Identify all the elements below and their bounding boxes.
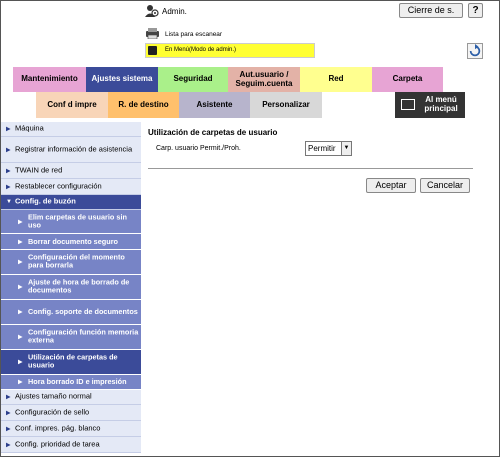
cancel-button[interactable]: Cancelar: [420, 178, 470, 193]
sidebar-subitem-hora-borrado-id[interactable]: ▶Hora borrado ID e impresión: [1, 375, 141, 390]
sidebar-item-tamano-normal[interactable]: ▶Ajustes tamaño normal: [1, 390, 141, 405]
accept-button[interactable]: Aceptar: [366, 178, 416, 193]
chevron-right-icon: ▶: [6, 442, 11, 448]
chevron-right-icon: ▶: [6, 426, 11, 432]
chevron-right-icon: ▶: [6, 147, 11, 153]
sidebar-item-prioridad-tarea[interactable]: ▶Config. prioridad de tarea: [1, 437, 141, 453]
sidebar-item-registrar-asistencia[interactable]: ▶Registrar información de asistencia: [1, 137, 141, 163]
tab-personalizar[interactable]: Personalizar: [250, 92, 322, 118]
sidebar-subitem-borrar-seguro[interactable]: ▶Borrar documento seguro: [1, 234, 141, 250]
tab-mantenimiento[interactable]: Mantenimiento: [13, 67, 86, 92]
help-button[interactable]: ?: [468, 3, 483, 18]
main-menu-button[interactable]: Al menú principal: [395, 92, 465, 118]
tab-conf-impre[interactable]: Conf d impre: [36, 92, 108, 118]
admin-mode-text: En Menú(Modo de admin.): [165, 47, 237, 53]
tab-r-destino[interactable]: R. de destino: [108, 92, 179, 118]
printer-status-icon: [146, 28, 159, 39]
device-status-text: Lista para escanear: [165, 31, 223, 38]
chevron-right-icon: ▶: [18, 359, 23, 366]
chevron-down-icon: ▼: [6, 199, 12, 205]
sidebar-subitem-elim-carpetas[interactable]: ▶Elim carpetas de usuario sin uso: [1, 210, 141, 234]
sidebar-item-config-sello[interactable]: ▶Configuración de sello: [1, 405, 141, 421]
sidebar-subitem-momento-borrar[interactable]: ▶Configuración del momento para borrarla: [1, 250, 141, 275]
admin-user-icon: [145, 5, 159, 17]
sidebar-subitem-memoria-externa[interactable]: ▶Configuración función memoria externa: [1, 325, 141, 350]
chevron-right-icon: ▶: [18, 239, 23, 245]
admin-mode-banner: En Menú(Modo de admin.): [145, 43, 315, 58]
sidebar-subitem-soporte-documentos[interactable]: ▶Config. soporte de documentos: [1, 300, 141, 325]
chevron-right-icon: ▶: [18, 284, 23, 291]
chevron-right-icon: ▶: [6, 184, 11, 190]
logout-button[interactable]: Cierre de s.: [399, 3, 463, 18]
page-title: Utilización de carpetas de usuario: [148, 128, 278, 137]
sidebar-item-restablecer[interactable]: ▶Restablecer configuración: [1, 179, 141, 195]
tab-asistente[interactable]: Asistente: [179, 92, 250, 118]
chevron-right-icon: ▶: [6, 410, 11, 416]
sidebar-subitem-hora-borrado[interactable]: ▶Ajuste de hora de borrado de documentos: [1, 275, 141, 300]
user-folder-permission-label: Carp. usuario Permit./Proh.: [156, 145, 241, 152]
sidebar: ▶Máquina ▶Registrar información de asist…: [1, 122, 141, 455]
chevron-right-icon: ▶: [6, 394, 11, 401]
chevron-right-icon: ▶: [18, 259, 23, 266]
sidebar-subitem-carpetas-usuario[interactable]: ▶Utilización de carpetas de usuario: [1, 350, 141, 375]
chevron-down-icon: ▼: [341, 142, 351, 155]
chevron-right-icon: ▶: [18, 334, 23, 341]
admin-label: Admin.: [162, 7, 187, 16]
tab-ajustes-sistema[interactable]: Ajustes sistema: [86, 67, 158, 92]
sidebar-item-config-buzon[interactable]: ▼Config. de buzón: [1, 195, 141, 210]
tab-seguridad[interactable]: Seguridad: [158, 67, 228, 92]
chevron-right-icon: ▶: [18, 309, 23, 316]
sidebar-item-twain[interactable]: ▶TWAIN de red: [1, 163, 141, 179]
sidebar-item-maquina[interactable]: ▶Máquina: [1, 122, 141, 137]
tab-carpeta[interactable]: Carpeta: [372, 67, 443, 92]
chevron-right-icon: ▶: [6, 126, 11, 133]
select-value: Permitir: [308, 144, 336, 153]
main-menu-icon: [401, 99, 415, 110]
chevron-right-icon: ▶: [6, 168, 11, 174]
chevron-right-icon: ▶: [18, 219, 23, 225]
admin-mode-icon: [148, 46, 157, 55]
main-menu-label: Al menú principal: [424, 95, 458, 113]
section-divider: [148, 168, 473, 169]
tab-aut-usuario[interactable]: Aut.usuario / Seguim.cuenta: [228, 67, 300, 92]
user-folder-permission-select[interactable]: Permitir ▼: [305, 141, 352, 156]
sidebar-item-pag-blanco[interactable]: ▶Conf. impres. pág. blanco: [1, 421, 141, 437]
chevron-right-icon: ▶: [18, 379, 23, 386]
tab-red[interactable]: Red: [300, 67, 372, 92]
refresh-icon[interactable]: [467, 43, 483, 59]
